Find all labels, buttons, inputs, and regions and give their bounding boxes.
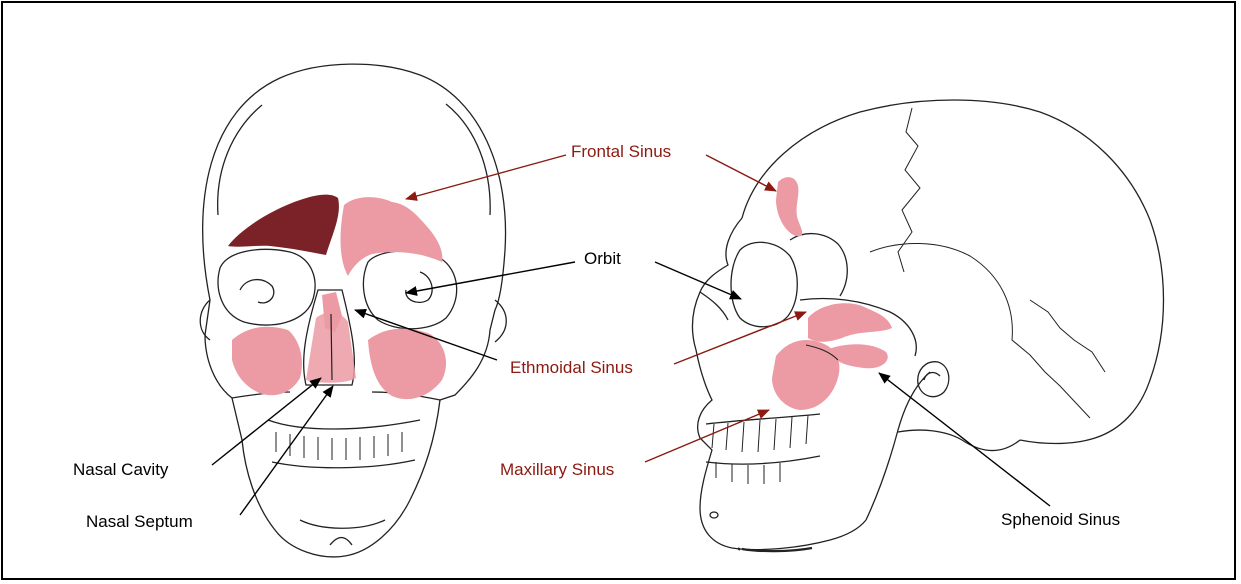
arrow-maxillary-to-lateral bbox=[645, 410, 769, 462]
ethmoidal-sinus-lateral bbox=[808, 303, 892, 341]
label-nasal-cavity: Nasal Cavity bbox=[73, 460, 168, 480]
frontal-sinus-left-dark bbox=[228, 195, 339, 255]
arrow-orbit-to-lateral bbox=[655, 262, 741, 299]
label-sphenoid-sinus: Sphenoid Sinus bbox=[1001, 510, 1120, 530]
lateral-view-sinuses bbox=[772, 177, 892, 410]
maxillary-sinus-lateral bbox=[772, 340, 839, 410]
label-ethmoidal-sinus: Ethmoidal Sinus bbox=[510, 358, 633, 378]
upper-teeth bbox=[268, 420, 420, 429]
label-maxillary-sinus: Maxillary Sinus bbox=[500, 460, 614, 480]
frontal-cranium-outline bbox=[203, 64, 506, 557]
skull-frontal-view bbox=[200, 64, 506, 557]
frontal-sinus-lateral bbox=[776, 177, 802, 236]
lower-teeth bbox=[272, 460, 415, 468]
lateral-lower-teeth bbox=[706, 456, 820, 464]
orbit-right bbox=[363, 251, 456, 329]
maxillary-sinus-left bbox=[232, 327, 302, 395]
arrow-frontal-to-front bbox=[406, 155, 566, 199]
frontal-sinus-right bbox=[341, 197, 443, 276]
arrow-orbit-to-front bbox=[406, 262, 575, 293]
mandible-ramus bbox=[866, 372, 930, 520]
skull-lateral-view bbox=[693, 100, 1164, 551]
lateral-upper-teeth bbox=[706, 414, 820, 424]
temporal-line-left bbox=[218, 105, 262, 215]
orbit-lateral bbox=[731, 242, 797, 326]
arrow-sphenoid-sinus bbox=[879, 373, 1050, 506]
temporal-line-right bbox=[446, 104, 490, 215]
frontal-view-sinuses bbox=[228, 195, 446, 399]
label-nasal-septum: Nasal Septum bbox=[86, 512, 193, 532]
orbit-left bbox=[218, 249, 315, 325]
label-frontal-sinus: Frontal Sinus bbox=[571, 142, 671, 162]
label-orbit: Orbit bbox=[584, 249, 621, 269]
coronal-suture bbox=[898, 108, 920, 272]
maxillary-sinus-right bbox=[368, 329, 446, 400]
